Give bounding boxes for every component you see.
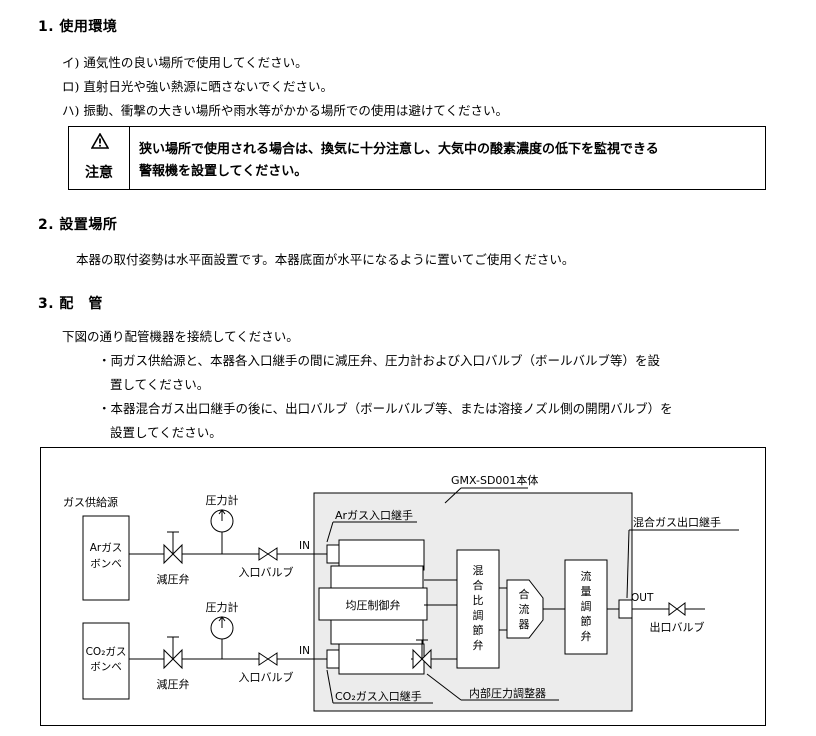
caution-box: 注意 狭い場所で使用される場合は、換気に十分注意し、大気中の酸素濃度の低下を監視… [68, 126, 766, 190]
co2-inlet-label: CO₂ガス入口継手 [335, 689, 422, 703]
internal-regulator-label: 内部圧力調整器 [469, 686, 546, 700]
ar-tank-label-2: ボンベ [90, 558, 122, 570]
warning-triangle-icon [91, 133, 109, 149]
co2-tank [82, 622, 130, 700]
merger-char: 流 [519, 602, 530, 616]
mixed-outlet-label: 混合ガス出口継手 [633, 515, 721, 529]
inlet-valve-bottom-label: 入口バルブ [239, 670, 294, 684]
ar-inlet-label: Arガス入口継手 [335, 508, 413, 522]
pressure-gauge-bottom-icon [210, 616, 234, 640]
pressure-gauge-bottom-label: 圧力計 [206, 600, 239, 614]
section-title-environment: 1. 使用環境 [38, 19, 118, 35]
regulator-bottom-label: 減圧弁 [157, 677, 190, 691]
internal-regulator-icon [412, 639, 432, 670]
piping-intro: 下図の通り配管機器を接続してください。 [62, 329, 299, 344]
body-label: GMX-SD001本体 [451, 473, 538, 487]
inlet-valve-top-label: 入口バルブ [239, 565, 294, 579]
caution-icon-cell: 注意 [69, 127, 130, 189]
piping-bullet-1-line-2: 置してください。 [110, 377, 210, 392]
pressure-gauge-top-icon [210, 509, 234, 533]
mix-ratio-valve-block [456, 549, 500, 669]
flow-valve-char: 流 [581, 569, 592, 583]
flow-valve-char: 量 [581, 585, 592, 598]
ar-tank [82, 515, 130, 601]
mix-ratio-valve-char: 節 [473, 623, 484, 637]
piping-bullet-1-line-1: ・両ガス供給源と、本器各入口継手の間に減圧弁、圧力計および入口バルブ（ボールバル… [98, 353, 661, 368]
regulator-top-icon [163, 531, 183, 565]
mix-ratio-valve-char: 混 [473, 564, 484, 577]
merger-char: 合 [519, 587, 530, 601]
section-title-piping: 3. 配 管 [38, 296, 103, 312]
balance-valve-label: 均圧制御弁 [346, 598, 401, 612]
out-label: OUT [631, 592, 654, 604]
section-title-location: 2. 設置場所 [38, 217, 118, 233]
balance-valve-block [318, 587, 428, 621]
pressure-gauge-top-label: 圧力計 [206, 493, 239, 507]
caution-text: 狭い場所で使用される場合は、換気に十分注意し、大気中の酸素濃度の低下を監視できる… [139, 139, 659, 183]
environment-item-1: イ) 通気性の良い場所で使用してください。 [62, 55, 308, 70]
gas-supply-label: ガス供給源 [63, 495, 118, 509]
mix-ratio-valve-char: 合 [473, 578, 484, 592]
flow-valve-char: 調 [581, 599, 592, 613]
environment-item-2: ロ) 直射日光や強い熱源に晒さないでください。 [62, 79, 333, 94]
outlet-valve-icon [668, 602, 686, 616]
flow-valve-char: 弁 [581, 629, 592, 643]
regulator-top-label: 減圧弁 [157, 572, 190, 586]
regulator-bottom-icon [163, 636, 183, 670]
piping-diagram-svg: ガス供給源 Arガス ボンベ CO₂ガス ボンベ 圧力計 圧力計 減圧弁 減圧弁… [63, 473, 739, 712]
outlet-valve-label: 出口バルブ [650, 620, 705, 634]
environment-item-3: ハ) 振動、衝撃の大きい場所や雨水等がかかる場所での使用は避けてください。 [62, 103, 508, 118]
mix-ratio-valve-char: 弁 [473, 638, 484, 652]
co2-tank-label-2: ボンベ [90, 661, 122, 673]
in-bottom-label: IN [299, 645, 310, 657]
merger-block [506, 579, 544, 639]
piping-bullet-2-line-1: ・本器混合ガス出口継手の後に、出口バルブ（ボールバルブ等、または溶接ノズル側の開… [98, 401, 673, 416]
ar-tank-label-1: Arガス [90, 542, 123, 554]
caution-text-line-2: 警報機を設置してください。 [139, 164, 308, 179]
in-top-label: IN [299, 540, 310, 552]
mix-ratio-valve-char: 比 [473, 594, 484, 607]
caution-text-line-1: 狭い場所で使用される場合は、換気に十分注意し、大気中の酸素濃度の低下を監視できる [139, 142, 659, 157]
co2-tank-label-1: CO₂ガス [86, 646, 127, 658]
inlet-valve-bottom-icon [258, 652, 278, 666]
piping-diagram: ガス供給源 Arガス ボンベ CO₂ガス ボンベ 圧力計 圧力計 減圧弁 減圧弁… [40, 447, 766, 726]
merger-char: 器 [519, 618, 530, 631]
flow-valve-block [564, 559, 608, 655]
caution-label: 注意 [85, 165, 113, 181]
location-text: 本器の取付姿勢は水平面設置です。本器底面が水平になるように置いてご使用ください。 [76, 252, 575, 267]
mix-ratio-valve-char: 調 [473, 608, 484, 622]
inlet-valve-top-icon [258, 547, 278, 561]
flow-valve-char: 節 [581, 614, 592, 628]
piping-bullet-2-line-2: 設置してください。 [110, 425, 222, 440]
